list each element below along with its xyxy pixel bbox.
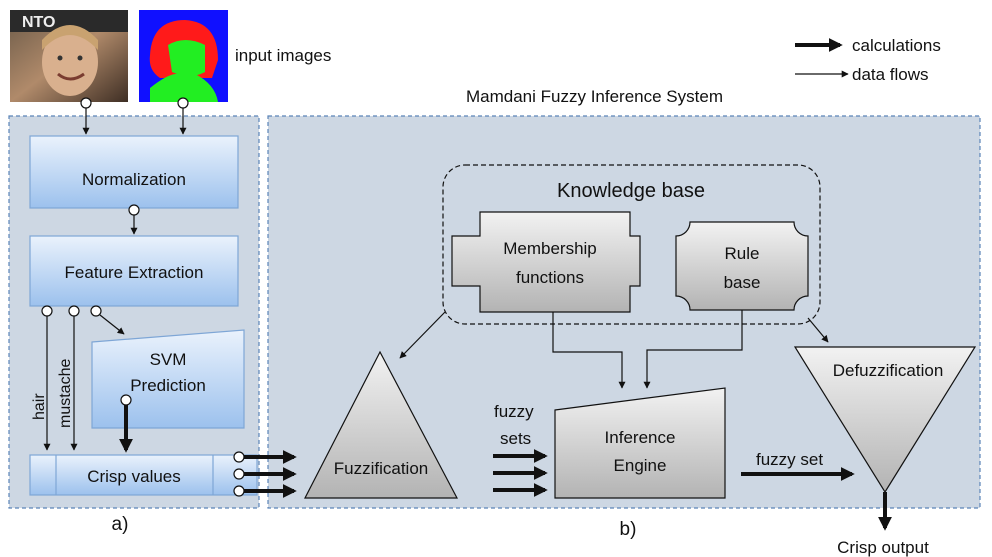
inference-engine-block: [554, 387, 726, 499]
fuzzy-sets-label-line2: sets: [500, 429, 531, 448]
membership-label-line1: Membership: [503, 239, 597, 258]
flow-rule-to-inference: [643, 310, 743, 389]
flow-membership-to-inference: [552, 312, 626, 389]
inference-label-line1: Inference: [605, 428, 676, 447]
segmentation-map-thumbnail-icon: [139, 10, 228, 102]
knowledge-base-region: [442, 164, 821, 325]
fuzzification-block: [304, 350, 458, 499]
fuzzy-set-label: fuzzy set: [756, 450, 823, 469]
legend-data-flows-label: data flows: [852, 65, 929, 84]
fuzzification-to-inference-arrows: [493, 449, 548, 497]
svg-text:NTO: NTO: [22, 14, 55, 31]
flow-kb-to-fuzzification: [399, 311, 446, 359]
flow-kb-to-defuzzification: [807, 317, 829, 343]
membership-functions-block: [451, 211, 641, 313]
normalization-label: Normalization: [82, 170, 186, 189]
feature-extraction-label: Feature Extraction: [65, 263, 204, 282]
photo-thumbnail-icon: NTO: [10, 10, 128, 102]
defuzzification-label: Defuzzification: [833, 361, 944, 380]
inference-label-line2: Engine: [614, 456, 667, 475]
legend-calculations-label: calculations: [852, 36, 941, 55]
defuzzification-block: [793, 346, 977, 494]
knowledge-base-label: Knowledge base: [557, 180, 705, 202]
rule-label-line2: base: [724, 273, 761, 292]
fuzzification-label: Fuzzification: [334, 459, 428, 478]
svm-label-line2: Prediction: [130, 376, 206, 395]
crisp-values-label: Crisp values: [87, 467, 181, 486]
panel-b-label: b): [620, 519, 637, 540]
panel-a-label: a): [112, 514, 129, 535]
membership-label-line2: functions: [516, 268, 584, 287]
fuzzy-sets-label-line1: fuzzy: [494, 402, 534, 421]
hair-label: hair: [31, 393, 48, 420]
crisp-output-label: Crisp output: [837, 538, 929, 557]
input-images-label: input images: [235, 46, 331, 65]
crisp-values-block: [29, 454, 258, 496]
flow-feature-to-svm: [99, 314, 125, 335]
rule-base-block: [675, 221, 809, 311]
mustache-label: mustache: [57, 359, 74, 428]
svm-label-line1: SVM: [150, 350, 187, 369]
mamdani-title: Mamdani Fuzzy Inference System: [466, 87, 723, 106]
rule-label-line1: Rule: [725, 244, 760, 263]
feature-extraction-block: [29, 235, 239, 307]
normalization-block: [29, 135, 239, 209]
crisp-to-fuzzification-arrows: [233, 450, 297, 498]
